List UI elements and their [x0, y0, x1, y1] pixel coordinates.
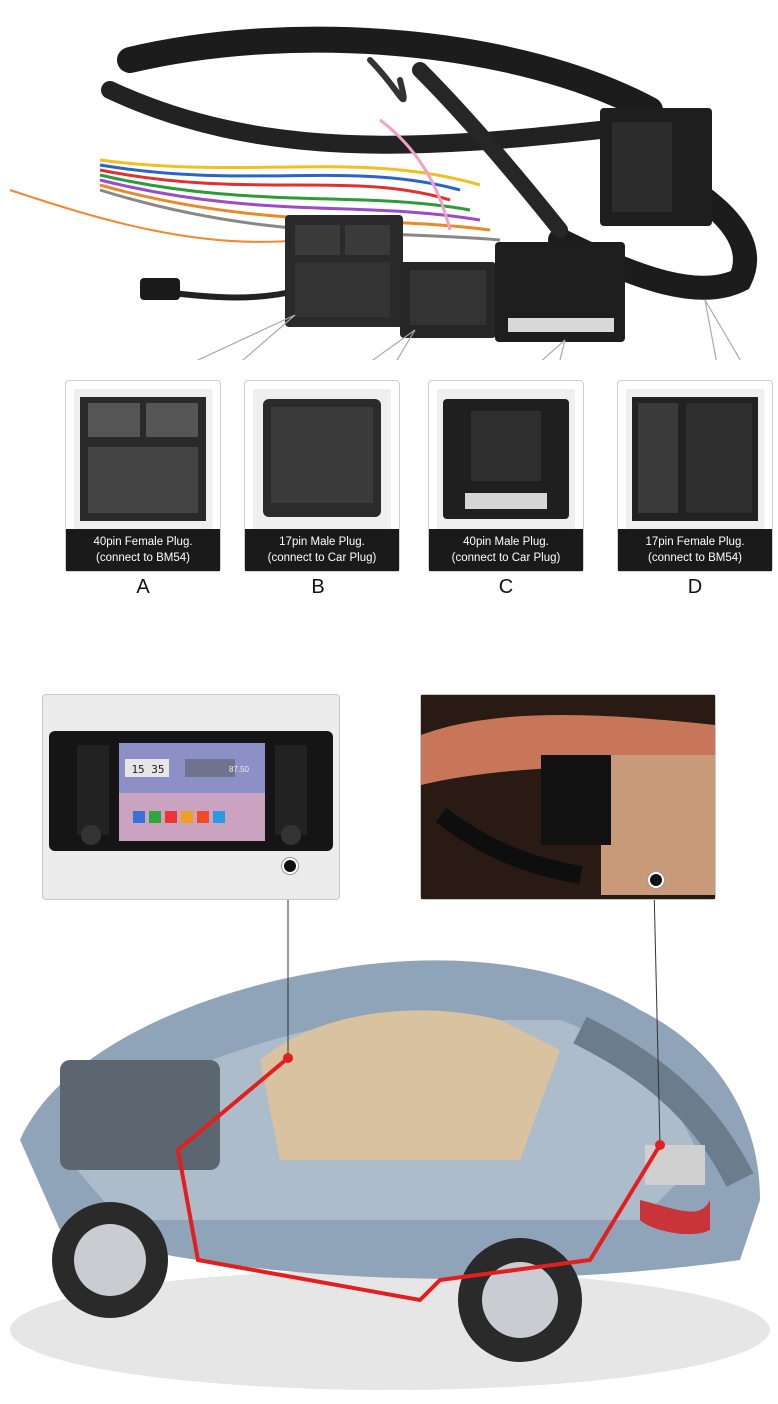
hand [601, 755, 715, 895]
engine [60, 1060, 220, 1170]
install-photo [421, 695, 715, 899]
caption-line-2: (connect to BM54) [648, 552, 742, 564]
connector-block-a [285, 215, 403, 327]
connector-photo-a [74, 389, 212, 529]
tune-knob [281, 825, 301, 845]
connector-in-hand [541, 755, 611, 845]
caption-line-2: (connect to Car Plug) [267, 552, 377, 564]
connector-card-b: 17pin Male Plug. (connect to Car Plug) [244, 380, 400, 572]
caption-line-2: (connect to BM54) [96, 552, 190, 564]
volume-knob [81, 825, 101, 845]
caption-line-1: 17pin Male Plug. [279, 536, 365, 548]
connector-caption-b: 17pin Male Plug. (connect to Car Plug) [245, 529, 399, 571]
wiring-harness-illustration [9, 26, 757, 360]
caption-line-1: 17pin Female Plug. [645, 536, 745, 548]
car-seats [260, 1010, 560, 1160]
connector-card-d: 17pin Female Plug. (connect to BM54) [617, 380, 773, 572]
install-photo-box [420, 694, 716, 900]
connector-card-a: 40pin Female Plug. (connect to BM54) [65, 380, 221, 572]
connector-photo-c [437, 389, 575, 529]
pointer-lines [196, 299, 741, 360]
install-pointer-dot [648, 872, 664, 888]
connector-letter-a: A [136, 576, 150, 598]
caption-line-1: 40pin Female Plug. [93, 536, 193, 548]
connector-block-d [600, 108, 712, 226]
connector-block-b [400, 262, 496, 338]
head-unit-pointer-dot [282, 858, 298, 874]
cable-route-line [175, 1056, 662, 1303]
car-cutaway-illustration [10, 900, 770, 1390]
connector-block-c [495, 242, 625, 342]
trunk-location-dot [655, 1140, 665, 1150]
tail-light [640, 1200, 710, 1235]
connector-caption-c: 40pin Male Plug. (connect to Car Plug) [429, 529, 583, 571]
connector-letter-b: B [311, 576, 325, 598]
antenna-plug [140, 278, 180, 300]
head-unit-photo [49, 731, 333, 851]
connector-letter-c: C [498, 576, 514, 598]
connector-photo-b [253, 389, 391, 529]
connector-caption-d: 17pin Female Plug. (connect to BM54) [618, 529, 772, 571]
connector-caption-a: 40pin Female Plug. (connect to BM54) [66, 529, 220, 571]
car-battery [645, 1145, 705, 1185]
head-unit-location-dot [283, 1053, 293, 1063]
install-callout-line [653, 900, 661, 1146]
caption-line-2: (connect to Car Plug) [451, 552, 561, 564]
connector-letter-d: D [687, 576, 703, 598]
connector-photo-d [626, 389, 764, 529]
head-unit-photo-box: 15 35 87.50 [42, 694, 340, 900]
stereo-radio-freq: 87.50 [228, 765, 250, 774]
caption-line-1: 40pin Male Plug. [463, 536, 549, 548]
stereo-clock: 15 35 [131, 763, 165, 776]
connector-card-c: 40pin Male Plug. (connect to Car Plug) [428, 380, 584, 572]
